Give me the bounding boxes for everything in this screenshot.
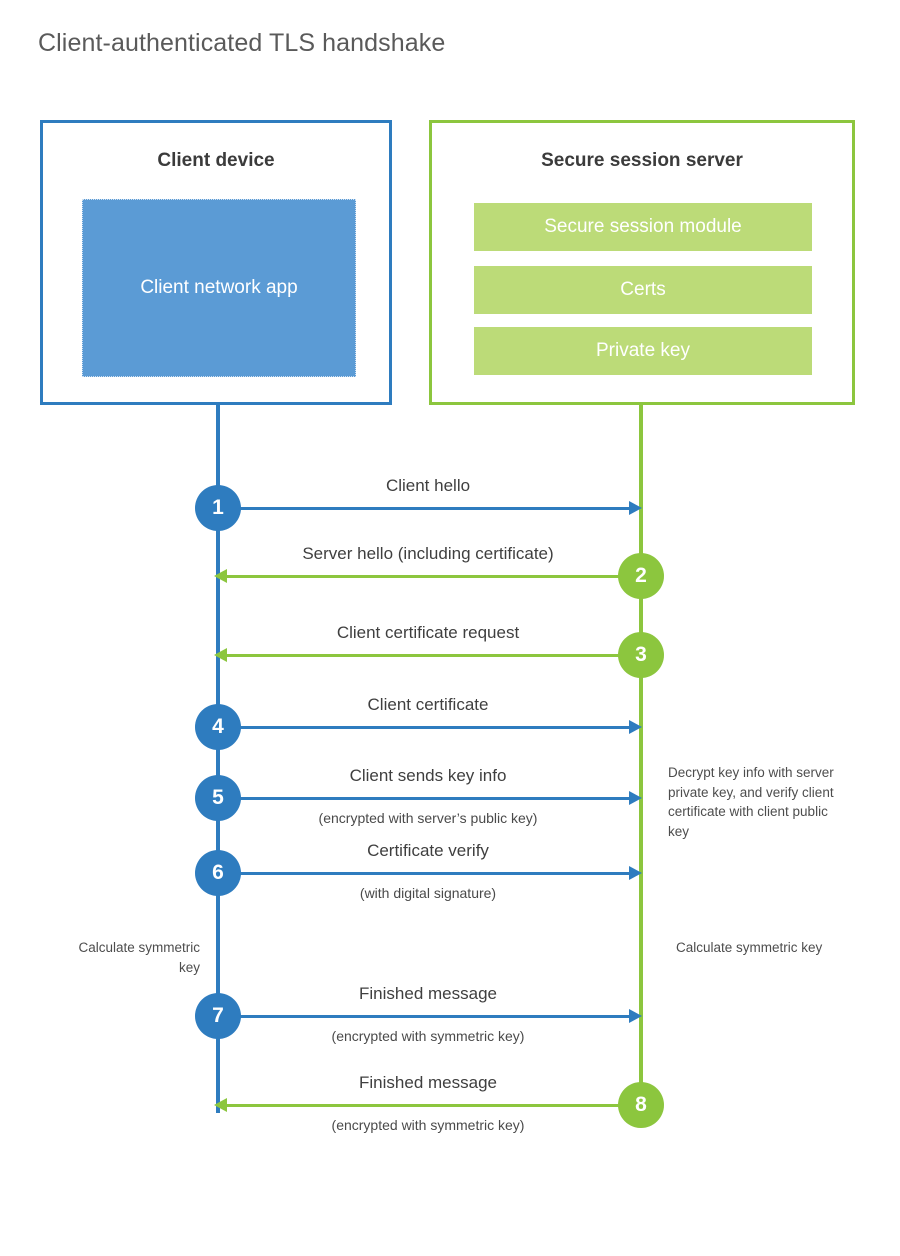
client-network-app-block: Client network app [82,199,356,377]
message-label-4: Client certificate [367,695,489,714]
secure-session-server-title: Secure session server [541,150,743,171]
client-device-box: Client device Client network app [40,120,392,405]
page-title: Client-authenticated TLS handshake [38,29,446,57]
step-circle-5[interactable]: 5 [195,775,241,821]
arrow-shaft-6 [218,872,629,875]
arrow-shaft-2 [226,575,629,578]
arrow-head-left-2 [214,569,227,583]
annotation-client-calculate-symmetric-key: Calculate symmetric key [78,940,200,975]
server-block-certs: Certs [474,266,812,314]
arrow-shaft-4 [218,726,629,729]
client-lifeline [216,403,220,1113]
server-block-private-key: Private key [474,327,812,375]
server-block-secure-session-module: Secure session module [474,203,812,251]
arrow-head-right-6 [629,866,642,880]
arrow-head-right-5 [629,791,642,805]
client-device-title: Client device [157,150,275,171]
step-circle-8[interactable]: 8 [618,1082,664,1128]
arrow-shaft-3 [226,654,629,657]
message-sublabel-5: (encrypted with server’s public key) [318,810,538,826]
step-circle-7[interactable]: 7 [195,993,241,1039]
arrow-head-right-7 [629,1009,642,1023]
message-label-7: Finished message [359,984,497,1003]
message-sublabel-7: (encrypted with symmetric key) [331,1028,525,1044]
step-circle-1[interactable]: 1 [195,485,241,531]
secure-session-server-box: Secure session server Secure session mod… [429,120,855,405]
step-circle-4[interactable]: 4 [195,704,241,750]
message-label-8: Finished message [359,1073,497,1092]
step-circle-2[interactable]: 2 [618,553,664,599]
arrow-shaft-1 [218,507,629,510]
step-circle-3[interactable]: 3 [618,632,664,678]
step-circle-6[interactable]: 6 [195,850,241,896]
arrow-head-left-8 [214,1098,227,1112]
message-label-5: Client sends key info [349,766,507,785]
message-label-1: Client hello [385,476,471,495]
server-lifeline [639,403,643,1105]
message-label-3: Client certificate request [336,623,520,642]
message-sublabel-6: (with digital signature) [359,885,497,901]
message-sublabel-8: (encrypted with symmetric key) [331,1117,525,1133]
annotation-server-calculate-symmetric-key: Calculate symmetric key [676,940,823,955]
arrow-shaft-8 [226,1104,629,1107]
message-label-2: Server hello (including certificate) [302,544,554,563]
annotation-server-decrypt: Decrypt key info with server private key… [668,765,834,839]
arrow-head-right-4 [629,720,642,734]
arrow-head-right-1 [629,501,642,515]
arrow-shaft-5 [218,797,629,800]
arrow-head-left-3 [214,648,227,662]
message-label-6: Certificate verify [367,841,489,860]
arrow-shaft-7 [218,1015,629,1018]
